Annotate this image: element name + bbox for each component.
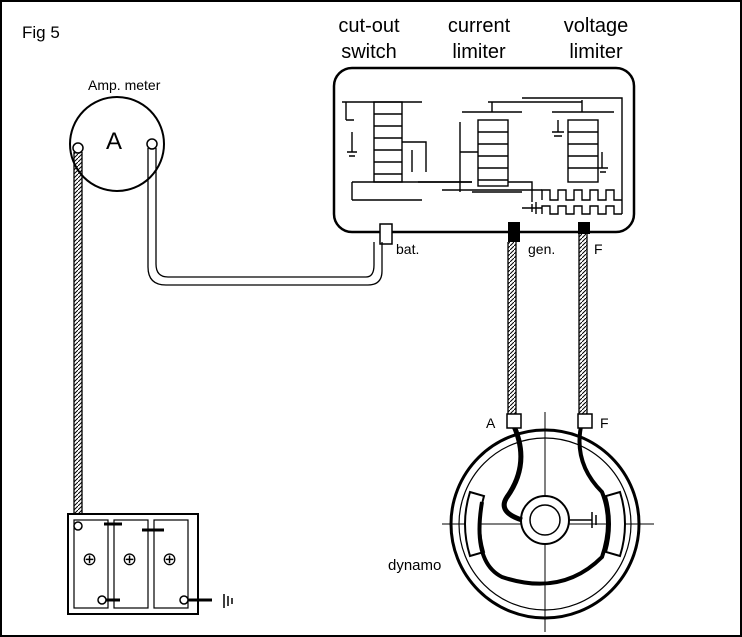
terminal-gen (508, 222, 520, 242)
terminal-f (578, 222, 590, 234)
battery-cell-2-symbol: ⊕ (122, 549, 138, 569)
battery (67, 513, 233, 615)
dynamo-terminal-a-label: A (486, 415, 496, 431)
ammeter-body (69, 96, 165, 192)
terminal-gen-label: gen. (528, 241, 556, 257)
battery-cell-3-symbol: ⊕ (162, 549, 178, 569)
ammeter-symbol: A (106, 128, 123, 155)
terminal-bat (379, 223, 393, 245)
figure-title: Fig 5 (22, 23, 60, 42)
terminal-f-label: F (594, 241, 603, 257)
label-cutout-switch: cut-out switch (338, 15, 400, 63)
ammeter-post-right (146, 138, 158, 150)
regulator-internals (342, 97, 623, 215)
wires (73, 148, 588, 517)
label-voltage-limiter: voltage limiter (563, 15, 629, 63)
terminal-bat-label: bat. (396, 241, 420, 257)
dynamo-body (442, 412, 654, 632)
ammeter-post-left (72, 142, 84, 154)
ammeter-label: Amp. meter (88, 77, 161, 93)
label-current-limiter: current limiter (447, 15, 511, 63)
battery-cell-1-symbol: ⊕ (82, 549, 98, 569)
dynamo-label: dynamo (388, 557, 442, 574)
dynamo-terminal-f-label: F (600, 415, 609, 431)
wire-ammeter-regulator (147, 148, 383, 286)
